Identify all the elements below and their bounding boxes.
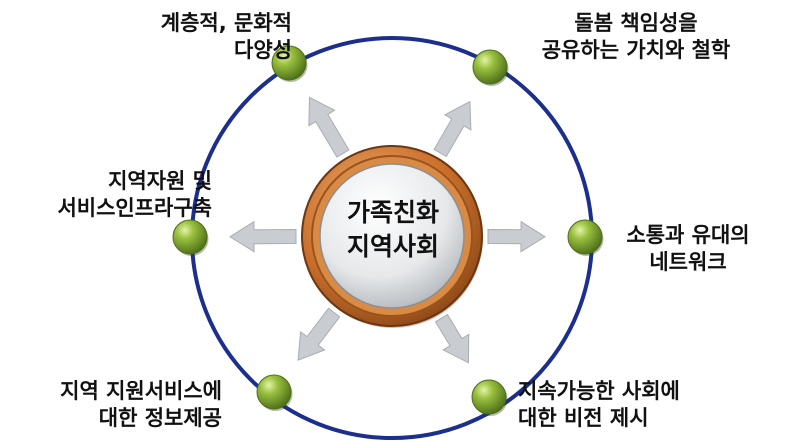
node-label-line2: 네트워크 — [649, 250, 727, 274]
center-hub — [301, 145, 483, 328]
node-dot-top-right — [472, 49, 508, 85]
node-label-top-left: 계층적, 문화적 다양성 — [132, 10, 292, 64]
node-dot-bottom-right — [471, 379, 507, 415]
node-label-bottom-left: 지역 지원서비스에 대한 정보제공 — [10, 378, 222, 432]
node-label-line1: 지역 지원서비스에 — [60, 379, 222, 403]
arrow-right — [487, 220, 546, 253]
node-label-line2: 대한 정보제공 — [98, 406, 222, 430]
arrow-left — [229, 220, 297, 253]
arrow-top-right — [433, 100, 472, 158]
node-label-line1: 지역자원 및 — [108, 169, 212, 193]
node-label-line1: 계층적, 문화적 — [160, 11, 292, 35]
node-label-line2: 대한 비전 제시 — [518, 406, 649, 430]
node-label-line1: 소통과 유대의 — [626, 223, 750, 247]
node-label-line2: 서비스인프라구축 — [57, 196, 212, 220]
arrow-bottom-right — [434, 313, 470, 364]
arrow-bottom-left — [297, 307, 341, 361]
node-label-right: 소통과 유대의 네트워크 — [608, 222, 768, 276]
nodes-layer — [172, 45, 604, 416]
node-label-top-right: 돌봄 책임성을 공유하는 가치와 철학 — [518, 10, 754, 64]
node-label-line2: 공유하는 가치와 철학 — [541, 38, 731, 62]
arrows-layer — [229, 96, 546, 364]
node-label-bottom-right: 지속가능한 사회에 대한 비전 제시 — [518, 378, 748, 432]
node-dot-bottom-left — [256, 374, 292, 410]
node-label-line1: 돌봄 책임성을 — [574, 11, 698, 35]
node-dot-right — [567, 219, 603, 255]
node-label-line1: 지속가능한 사회에 — [518, 379, 680, 403]
node-label-line2: 다양성 — [234, 38, 292, 62]
center-label-line1: 가족친화 — [346, 198, 439, 227]
arrow-top-left — [308, 96, 350, 158]
center-inner-disc — [319, 163, 465, 309]
node-dot-left — [172, 219, 208, 255]
node-label-left: 지역자원 및 서비스인프라구축 — [10, 168, 212, 222]
center-label-line2: 지역사회 — [346, 232, 439, 261]
center-label: 가족친화 지역사회 — [318, 196, 468, 264]
node-dot-top-left — [271, 45, 307, 81]
